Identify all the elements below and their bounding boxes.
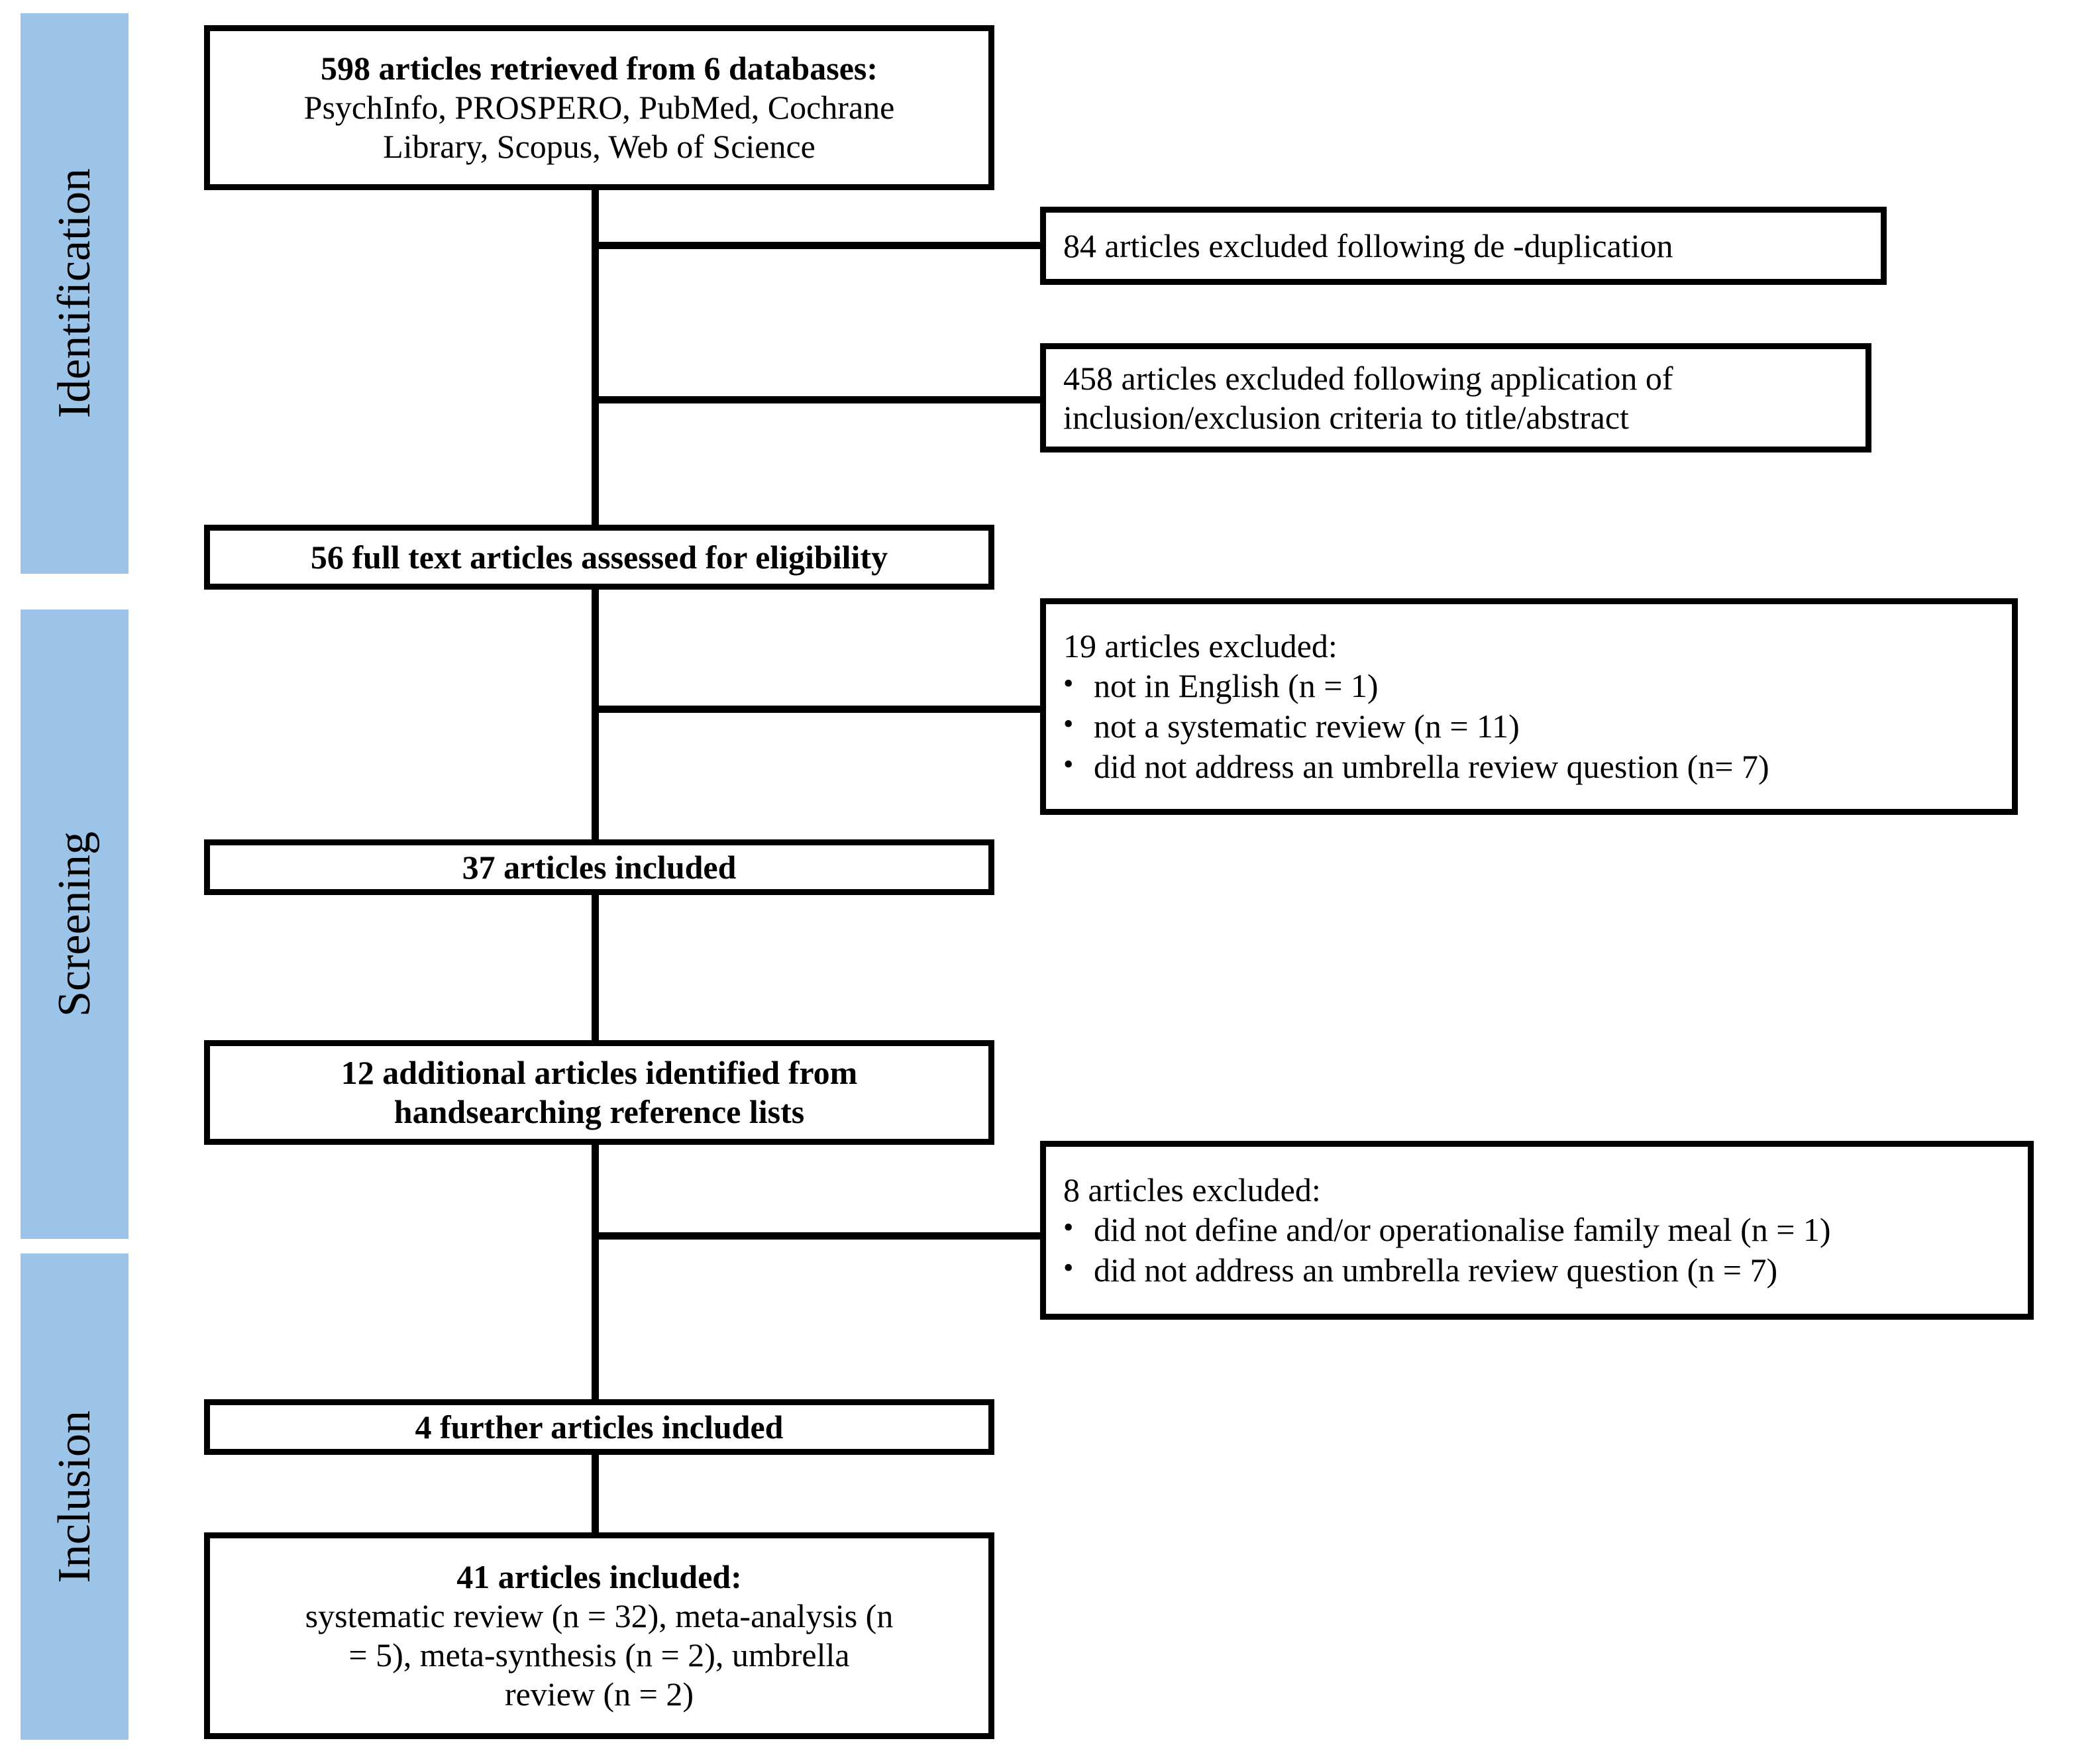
node-excluded19-heading: 19 articles excluded:	[1063, 627, 1338, 664]
node-retrieved-line-2: PsychInfo, PROSPERO, PubMed, Cochrane	[303, 89, 895, 126]
stage-label-inclusion: Inclusion	[48, 1410, 100, 1583]
node-included37-line-1: 37 articles included	[462, 848, 737, 886]
node-handsearch-additional: 12 additional articles identified from h…	[204, 1040, 994, 1145]
node-fulltext-line-1: 56 full text articles assessed for eligi…	[310, 538, 888, 576]
node-excluded8-heading: 8 articles excluded:	[1063, 1171, 1321, 1208]
node-included41-line-2: = 5), meta-synthesis (n = 2), umbrella	[348, 1636, 850, 1673]
bullet-icon: •	[1063, 1251, 1074, 1284]
stage-bar-identification: Identification	[21, 13, 129, 574]
connector-branch-dedup	[592, 242, 1049, 249]
node-excluded8-bullet-1-text: did not define and/or operationalise fam…	[1094, 1210, 1831, 1248]
node-included41-heading: 41 articles included:	[456, 1558, 742, 1595]
node-final-articles-included: 41 articles included: systematic review …	[204, 1532, 994, 1739]
bullet-icon: •	[1063, 707, 1074, 740]
connector-included4-to-included41	[592, 1454, 599, 1534]
connector-fulltext-to-included37	[592, 590, 599, 855]
bullet-icon: •	[1063, 666, 1074, 700]
node-included4-line-1: 4 further articles included	[415, 1408, 784, 1446]
node-full-text-assessed: 56 full text articles assessed for eligi…	[204, 525, 994, 590]
node-excluded8-bullet-2: • did not address an umbrella review que…	[1046, 1250, 2028, 1291]
node-excluded19-bullet-3-text: did not address an umbrella review quest…	[1094, 747, 1769, 785]
node-retrieved-line-3: Library, Scopus, Web of Science	[383, 128, 815, 165]
node-excluded-criteria-line-1: 458 articles excluded following applicat…	[1063, 359, 1673, 397]
stage-bar-inclusion: Inclusion	[21, 1253, 129, 1740]
connector-retrieved-to-fulltext	[592, 186, 599, 530]
node-included41-line-3: review (n = 2)	[504, 1675, 694, 1713]
node-excluded-criteria: 458 articles excluded following applicat…	[1040, 343, 1871, 452]
node-retrieved-line-1: 598 articles retrieved from 6 databases:	[321, 50, 878, 87]
node-excluded19-bullet-2-text: not a systematic review (n = 11)	[1094, 707, 1520, 745]
node-excluded-deduplication: 84 articles excluded following de -dupli…	[1040, 207, 1887, 285]
node-excluded19-bullet-3: • did not address an umbrella review que…	[1046, 747, 2012, 787]
node-excluded19-bullet-1-text: not in English (n = 1)	[1094, 666, 1379, 704]
node-excluded-criteria-line-2: inclusion/exclusion criteria to title/ab…	[1063, 398, 1629, 436]
node-included41-line-1: systematic review (n = 32), meta-analysi…	[305, 1597, 894, 1634]
stage-label-screening: Screening	[48, 831, 100, 1017]
node-articles-retrieved: 598 articles retrieved from 6 databases:…	[204, 25, 994, 190]
node-excluded-dedup-line-1: 84 articles excluded following de -dupli…	[1063, 227, 1673, 264]
stage-label-identification: Identification	[48, 168, 100, 419]
node-excluded19-bullet-2: • not a systematic review (n = 11)	[1046, 706, 2012, 747]
node-excluded8-bullet-1: • did not define and/or operationalise f…	[1046, 1210, 2028, 1250]
node-handsearch-line-2: handsearching reference lists	[394, 1093, 805, 1130]
node-handsearch-line-1: 12 additional articles identified from	[341, 1054, 858, 1091]
connector-branch-excluded19	[592, 706, 1049, 713]
bullet-icon: •	[1063, 1210, 1074, 1244]
node-excluded-19: 19 articles excluded: • not in English (…	[1040, 598, 2018, 815]
node-excluded8-bullet-2-text: did not address an umbrella review quest…	[1094, 1251, 1778, 1289]
node-articles-included-37: 37 articles included	[204, 839, 994, 895]
node-further-articles-included: 4 further articles included	[204, 1399, 994, 1455]
connector-branch-excluded8	[592, 1232, 1049, 1240]
stage-bar-screening: Screening	[21, 610, 129, 1239]
bullet-icon: •	[1063, 747, 1074, 780]
node-excluded-8: 8 articles excluded: • did not define an…	[1040, 1141, 2034, 1320]
connector-handsearch-to-included4	[592, 1140, 599, 1418]
connector-included37-to-handsearch	[592, 894, 599, 1047]
node-excluded19-bullet-1: • not in English (n = 1)	[1046, 666, 2012, 706]
connector-branch-criteria	[592, 396, 1049, 403]
